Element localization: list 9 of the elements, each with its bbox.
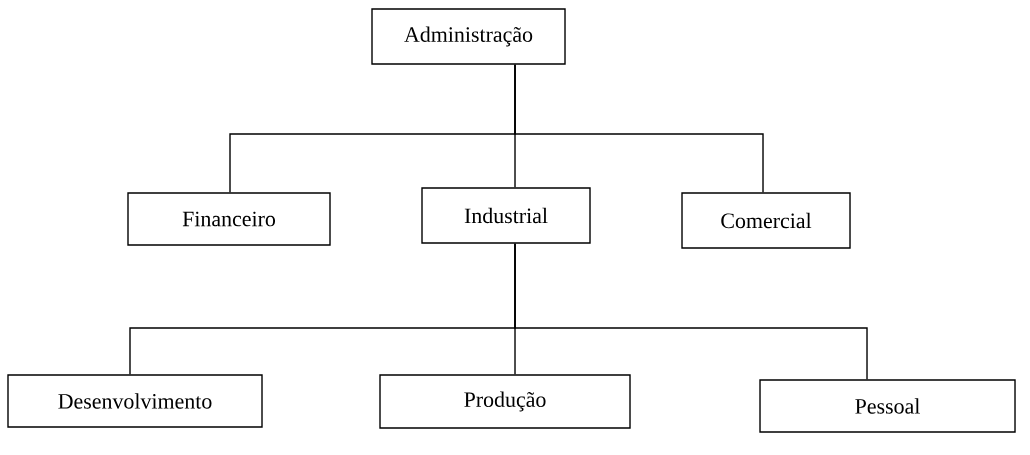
org-box: Pessoal	[759, 379, 1016, 433]
org-box: Industrial	[421, 187, 591, 244]
connector-line	[514, 243, 868, 380]
connector-line	[514, 64, 764, 193]
org-box: Administração	[371, 8, 566, 65]
org-box: Comercial	[681, 192, 851, 249]
org-box: Financeiro	[127, 192, 331, 246]
org-box: Desenvolvimento	[7, 374, 263, 428]
org-box: Produção	[379, 374, 631, 429]
